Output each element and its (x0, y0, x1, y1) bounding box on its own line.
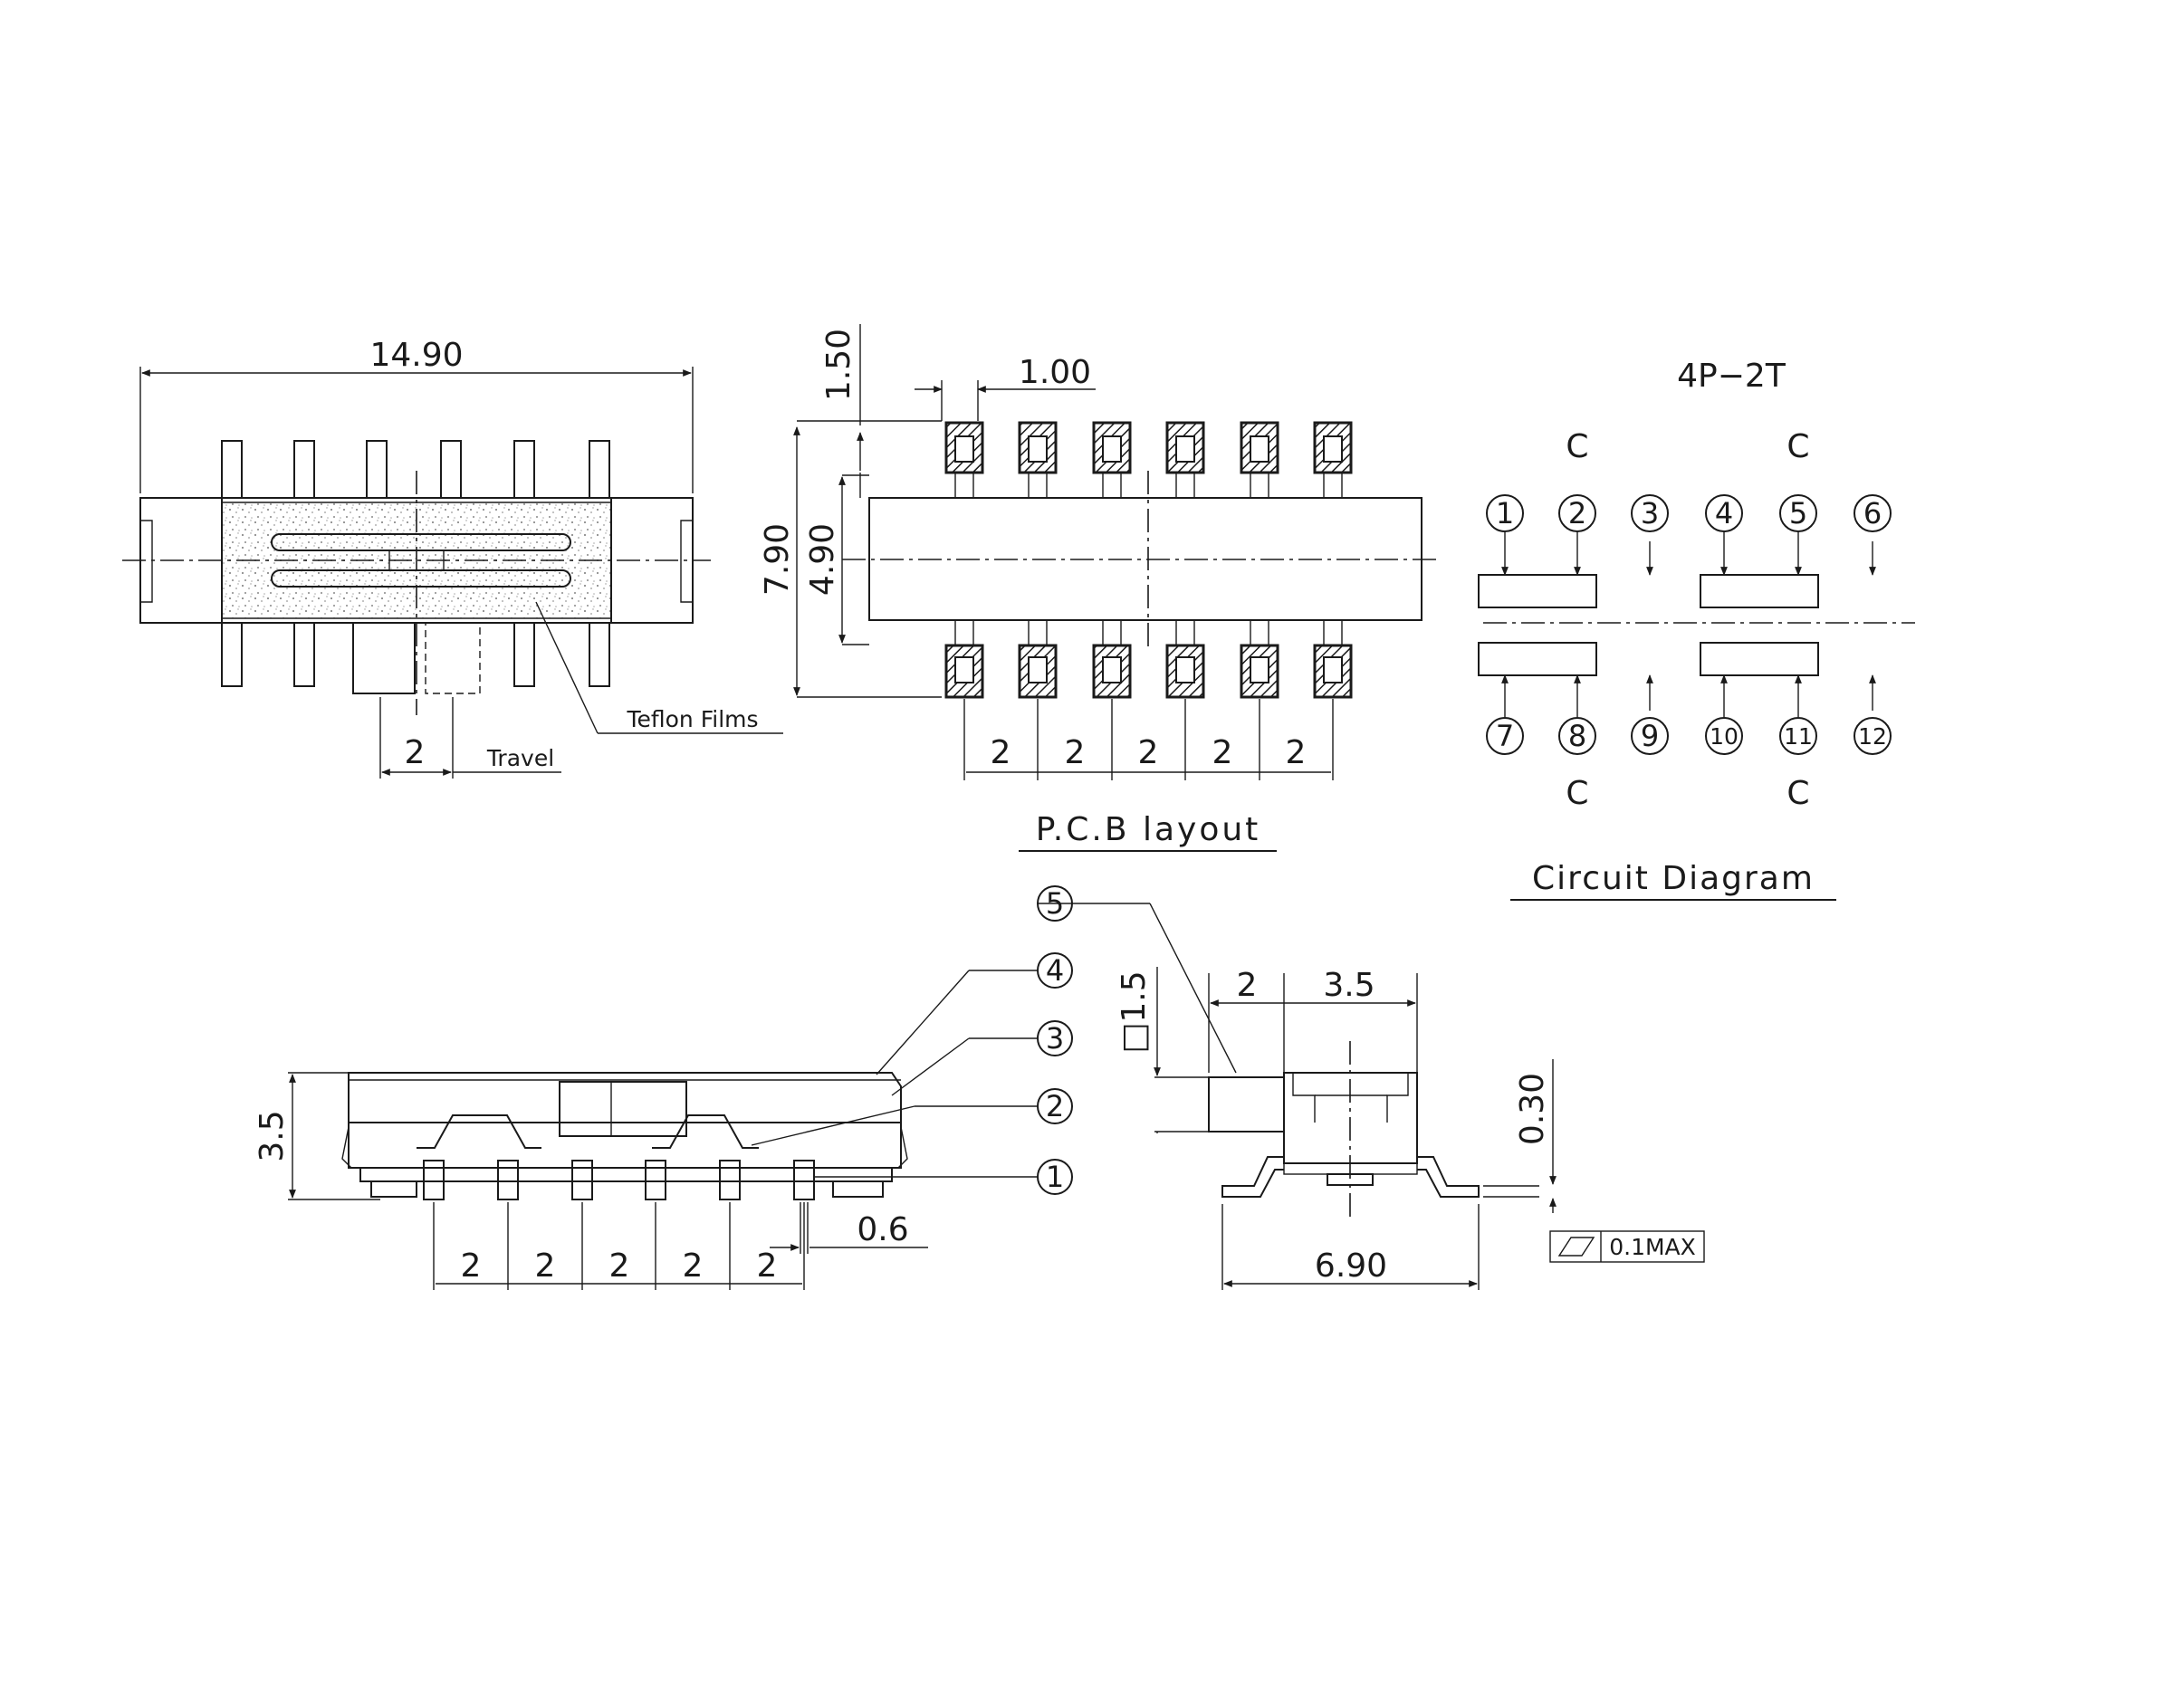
pcb-layout-caption: P.C.B layout (1036, 811, 1261, 848)
side-view: 3.5 (254, 885, 1237, 1290)
side-dim-0-6: 0.6 (857, 1211, 908, 1248)
pin-6: 6 (1863, 496, 1882, 530)
end-dim-0-30: 0.30 (1514, 1073, 1551, 1145)
side-pitch-5: 2 (757, 1247, 778, 1285)
pin-3: 3 (1641, 496, 1659, 530)
end-dim-6-90: 6.90 (1315, 1247, 1387, 1285)
teflon-films-label: Teflon Films (626, 706, 758, 732)
pcb-pitch-3: 2 (1138, 734, 1159, 771)
flatness-frame (1549, 1230, 1705, 1263)
dim-4-90: 4.90 (804, 523, 841, 596)
pin-9: 9 (1641, 719, 1659, 753)
end-dim-2: 2 (1237, 967, 1258, 1004)
side-pitch-3: 2 (609, 1247, 630, 1285)
side-pitch-2: 2 (535, 1247, 556, 1285)
pcb-pitch-4: 2 (1212, 734, 1233, 771)
callout-2: 2 (1046, 1089, 1064, 1123)
end-dim-knob-1-5: □1.5 (1116, 970, 1153, 1053)
callout-3: 3 (1046, 1021, 1064, 1056)
side-dim-3-5: 3.5 (254, 1110, 291, 1161)
pin-12: 12 (1858, 723, 1887, 750)
pin-11: 11 (1784, 723, 1813, 750)
pin-8: 8 (1568, 719, 1586, 753)
dim-width-14-90: 14.90 (369, 337, 463, 374)
dim-1-00: 1.00 (1019, 354, 1091, 391)
pcb-pitch-5: 2 (1286, 734, 1307, 771)
contact-bar-bottom-left (1478, 642, 1597, 676)
pcb-pads-top (944, 421, 1353, 474)
circuit-diagram-caption: Circuit Diagram (1532, 860, 1815, 897)
common-label-bottom-right: C (1786, 775, 1809, 812)
end-dim-3-5: 3.5 (1323, 967, 1375, 1004)
contact-bar-bottom-right (1700, 642, 1819, 676)
common-label-top-left: C (1566, 428, 1588, 465)
contact-bar-top-left (1478, 574, 1597, 608)
dim-travel-2: 2 (405, 734, 426, 771)
top-view: 14.90 2 Travel (122, 337, 783, 779)
pcb-pads-bottom (944, 644, 1353, 699)
pin-7: 7 (1496, 719, 1514, 753)
travel-label: Travel (486, 745, 554, 771)
flatness-value: 0.1MAX (1609, 1234, 1696, 1260)
circuit-title: 4P−2T (1677, 358, 1786, 395)
side-pitch-1: 2 (461, 1247, 482, 1285)
contact-bar-top-right (1700, 574, 1819, 608)
pin-10: 10 (1710, 723, 1739, 750)
dim-7-90: 7.90 (759, 523, 796, 596)
pin-1: 1 (1496, 496, 1514, 530)
common-label-bottom-left: C (1566, 775, 1588, 812)
pin-4: 4 (1715, 496, 1733, 530)
pin-5: 5 (1789, 496, 1807, 530)
circuit-diagram: 4P−2T C C 1 2 3 4 5 6 (1478, 358, 1915, 901)
pin-2: 2 (1568, 496, 1586, 530)
end-view: 2 3.5 □1.5 0.30 0.1MAX (1116, 967, 1705, 1290)
callout-1: 1 (1046, 1160, 1064, 1194)
pcb-pitch-2: 2 (1065, 734, 1086, 771)
flatness-icon (1557, 1237, 1595, 1257)
callout-4: 4 (1046, 953, 1064, 988)
dim-1-50: 1.50 (820, 329, 857, 401)
pcb-pitch-1: 2 (991, 734, 1011, 771)
pcb-layout: 1.50 1.00 7.90 4.90 (759, 324, 1440, 852)
common-label-top-right: C (1786, 428, 1809, 465)
side-pitch-4: 2 (683, 1247, 704, 1285)
